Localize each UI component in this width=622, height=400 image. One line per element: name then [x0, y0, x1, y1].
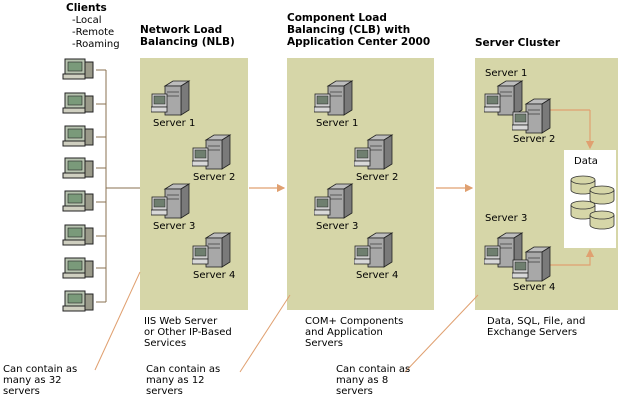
- nlb-note-line1: Can contain as: [146, 364, 221, 375]
- clb-server-4-label: Server 4: [356, 270, 399, 281]
- nlb-server-1-label: Server 1: [153, 118, 196, 129]
- nlb-server-3-icon: [151, 183, 191, 219]
- client-type-roaming: -Roaming: [72, 39, 120, 50]
- nlb-server-2-icon: [192, 134, 232, 170]
- client-computer-icon: [62, 125, 94, 147]
- clb-server-1-icon: [314, 80, 354, 116]
- clb-title: Component Load Balancing (CLB) with Appl…: [287, 12, 430, 48]
- nlb-title-line2: Balancing (NLB): [140, 36, 235, 48]
- data-cylinder-1-icon: [570, 175, 596, 195]
- nlb-note-line2: many as 12: [146, 375, 205, 386]
- client-computer-icon: [62, 58, 94, 80]
- client-computer-icon: [62, 290, 94, 312]
- cluster-server-4-icon: [512, 246, 552, 282]
- client-computer-icon: [62, 257, 94, 279]
- clients-capacity-note: Can contain as many as 32 servers: [3, 364, 77, 397]
- clb-description: COM+ Components and Application Servers: [305, 316, 403, 349]
- clb-desc-line3: Servers: [305, 338, 344, 349]
- nlb-title-line1: Network Load: [140, 24, 223, 36]
- cluster-server-2-icon: [512, 98, 552, 134]
- client-computer-icon: [62, 224, 94, 246]
- clb-capacity-note: Can contain as many as 8 servers: [336, 364, 410, 397]
- clients-note-line3: servers: [3, 386, 40, 397]
- clb-desc-line1: COM+ Components: [305, 316, 404, 327]
- clb-desc-line2: and Application: [305, 327, 383, 338]
- nlb-desc-line1: IIS Web Server: [144, 316, 218, 327]
- nlb-capacity-note: Can contain as many as 12 servers: [146, 364, 220, 397]
- clb-note-line2: many as 8: [336, 375, 389, 386]
- client-type-local: -Local: [72, 15, 102, 26]
- nlb-title: Network Load Balancing (NLB): [140, 24, 235, 48]
- nlb-server-1-icon: [151, 80, 191, 116]
- nlb-server-4-icon: [192, 232, 232, 268]
- client-computer-icon: [62, 157, 94, 179]
- nlb-server-3-label: Server 3: [153, 221, 196, 232]
- server4-data-arrow: [545, 248, 595, 266]
- data-cylinder-2-icon: [589, 185, 615, 205]
- cluster-description: Data, SQL, File, and Exchange Servers: [487, 316, 585, 338]
- cluster-title: Server Cluster: [475, 37, 561, 49]
- cluster-desc-line1: Data, SQL, File, and: [487, 316, 586, 327]
- clb-server-3-icon: [314, 183, 354, 219]
- cluster-server-1-icon: [484, 80, 524, 116]
- clb-title-line3: Application Center 2000: [287, 36, 431, 48]
- clb-server-4-icon: [354, 232, 394, 268]
- clb-note-line1: Can contain as: [336, 364, 411, 375]
- clb-title-line1: Component Load: [287, 12, 387, 24]
- clb-server-1-label: Server 1: [316, 118, 359, 129]
- data-cylinder-3-icon: [570, 200, 596, 220]
- clb-server-2-label: Server 2: [356, 172, 399, 183]
- cluster-desc-line2: Exchange Servers: [487, 327, 578, 338]
- nlb-desc-line2: or Other IP-Based: [144, 327, 232, 338]
- cluster-server-3-label: Server 3: [485, 213, 528, 224]
- clb-panel: [287, 58, 434, 310]
- nlb-desc-line3: Services: [144, 338, 187, 349]
- client-type-remote: -Remote: [72, 27, 115, 38]
- cluster-server-3-icon: [484, 232, 524, 268]
- clb-server-2-icon: [354, 134, 394, 170]
- clients-title: Clients: [66, 2, 107, 14]
- nlb-description: IIS Web Server or Other IP-Based Service…: [144, 316, 232, 349]
- clients-note-line2: many as 32: [3, 375, 62, 386]
- clb-server-3-label: Server 3: [316, 221, 359, 232]
- cluster-server-1-label: Server 1: [485, 68, 528, 79]
- nlb-server-4-label: Server 4: [193, 270, 236, 281]
- nlb-note-line3: servers: [146, 386, 183, 397]
- cluster-server-2-label: Server 2: [513, 134, 556, 145]
- clients-note-line1: Can contain as: [3, 364, 78, 375]
- client-computer-icon: [62, 92, 94, 114]
- clb-note-line3: servers: [336, 386, 373, 397]
- data-label: Data: [574, 156, 598, 167]
- client-computer-icon: [62, 190, 94, 212]
- data-cylinder-4-icon: [589, 210, 615, 230]
- clb-title-line2: Balancing (CLB) with: [287, 24, 411, 36]
- nlb-server-2-label: Server 2: [193, 172, 236, 183]
- cluster-server-4-label: Server 4: [513, 282, 556, 293]
